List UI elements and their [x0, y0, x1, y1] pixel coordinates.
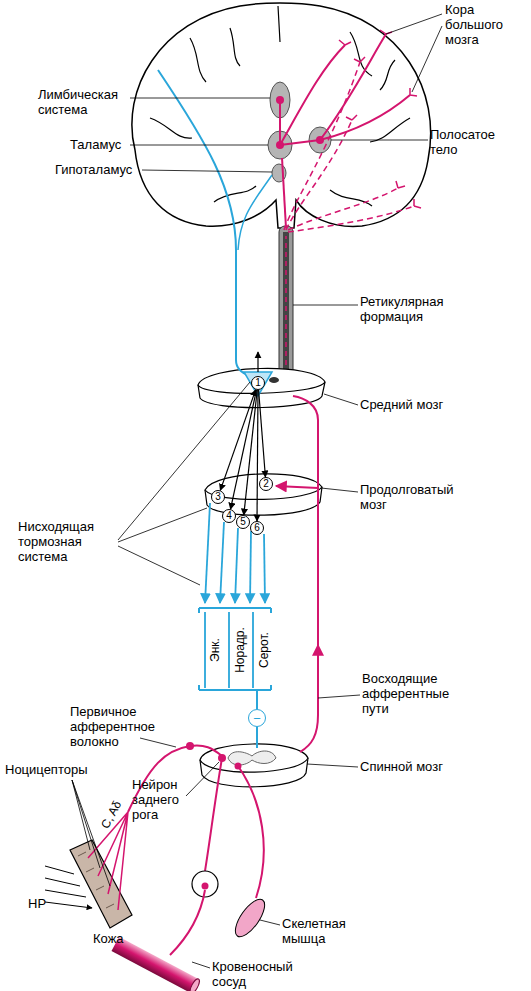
brain-sulci — [150, 6, 410, 206]
noxious-stimulus-arrow — [45, 866, 92, 908]
part-label: Ретикулярная формация — [360, 295, 460, 325]
hypothalamic-fiber — [238, 175, 272, 250]
transmitter-bracket — [199, 608, 271, 613]
part-label: Таламус — [70, 138, 160, 153]
cortical-descending-fiber — [158, 70, 250, 376]
striatal-neuron — [316, 136, 324, 144]
part-label: НР — [28, 897, 58, 912]
part-label: Энк. — [209, 638, 223, 662]
blood-vessel — [112, 937, 202, 991]
callout-number: 5 — [240, 517, 246, 527]
motor-fiber — [238, 766, 264, 898]
connector-arrow — [244, 390, 257, 515]
callout-number: 4 — [226, 511, 232, 521]
callout-circle: 4 — [222, 509, 236, 523]
spinal-cord-section — [200, 744, 308, 772]
part-label: Средний мозг — [360, 398, 470, 413]
callout-number: 6 — [254, 523, 260, 533]
reticular-core — [283, 232, 289, 392]
thalamocortical-projection — [280, 34, 410, 145]
part-label: Норадр. — [234, 627, 248, 673]
part-label: Ноцицепторы — [5, 763, 105, 778]
ascending-arrow — [257, 352, 258, 372]
part-label: Первичное афферентное волокно — [70, 705, 160, 750]
vessel-wall — [112, 937, 199, 991]
medulla-branch — [276, 486, 318, 488]
sympathetic-fiber — [205, 758, 222, 871]
descending-fiber — [250, 531, 251, 603]
postganglionic-fiber — [170, 890, 205, 955]
thalamic-pathway — [282, 158, 286, 228]
descending-fiber — [220, 522, 224, 603]
dorsal-root-ganglion — [186, 742, 194, 750]
callout-circle: − — [248, 709, 266, 727]
callout-number: − — [253, 712, 261, 725]
transmitter-bracket — [199, 685, 271, 690]
part-label: Кровеносный сосуд — [212, 960, 302, 990]
transmitter-line — [205, 612, 253, 688]
cortical-terminal — [339, 30, 421, 208]
part-label: Нисходящая тормозная система — [18, 520, 118, 565]
limbic-neuron — [276, 96, 284, 104]
connector-arrow — [259, 390, 266, 477]
connector-arrow — [257, 390, 258, 521]
part-label: Нейрон заднего рога — [132, 778, 192, 823]
part-label: Спинной мозг — [360, 760, 460, 775]
descending-fiber — [264, 534, 265, 603]
aqueduct — [269, 377, 279, 383]
part-label: Кора большого мозга — [445, 3, 520, 48]
part-label: Лимбическая система — [38, 88, 133, 118]
part-label: Восходящие афферентные пути — [362, 672, 462, 717]
ganglion-neuron — [202, 883, 209, 890]
part-label: Скелетная мышца — [282, 917, 362, 947]
skin — [70, 840, 132, 928]
skeletal-muscle — [230, 895, 270, 941]
callout-number: 2 — [263, 479, 269, 489]
ascending-arrow — [317, 645, 319, 665]
callout-number: 3 — [215, 492, 221, 502]
descending-fiber — [205, 503, 210, 603]
connector-arrow — [231, 390, 257, 509]
callout-number: 1 — [255, 378, 261, 388]
part-label: Полосатое тело — [430, 128, 520, 158]
callout-circle: 3 — [211, 490, 225, 504]
diffuse-projection — [284, 62, 414, 232]
part-label: Продолговатый мозг — [360, 483, 465, 513]
skin-texture — [78, 852, 114, 908]
part-label: Серот. — [258, 632, 272, 668]
thalamic-neuron — [276, 141, 284, 149]
callout-circle: 1 — [251, 376, 265, 390]
callout-circle: 6 — [250, 521, 264, 535]
grey-matter — [228, 751, 276, 765]
descending-fiber — [235, 528, 238, 603]
part-label: Гипоталамус — [55, 163, 155, 178]
ascending-pathway — [293, 396, 318, 752]
callout-circle: 2 — [259, 477, 273, 491]
callout-circle: 5 — [236, 515, 250, 529]
part-label: Кожа — [93, 932, 143, 947]
vessel-end — [188, 978, 201, 991]
